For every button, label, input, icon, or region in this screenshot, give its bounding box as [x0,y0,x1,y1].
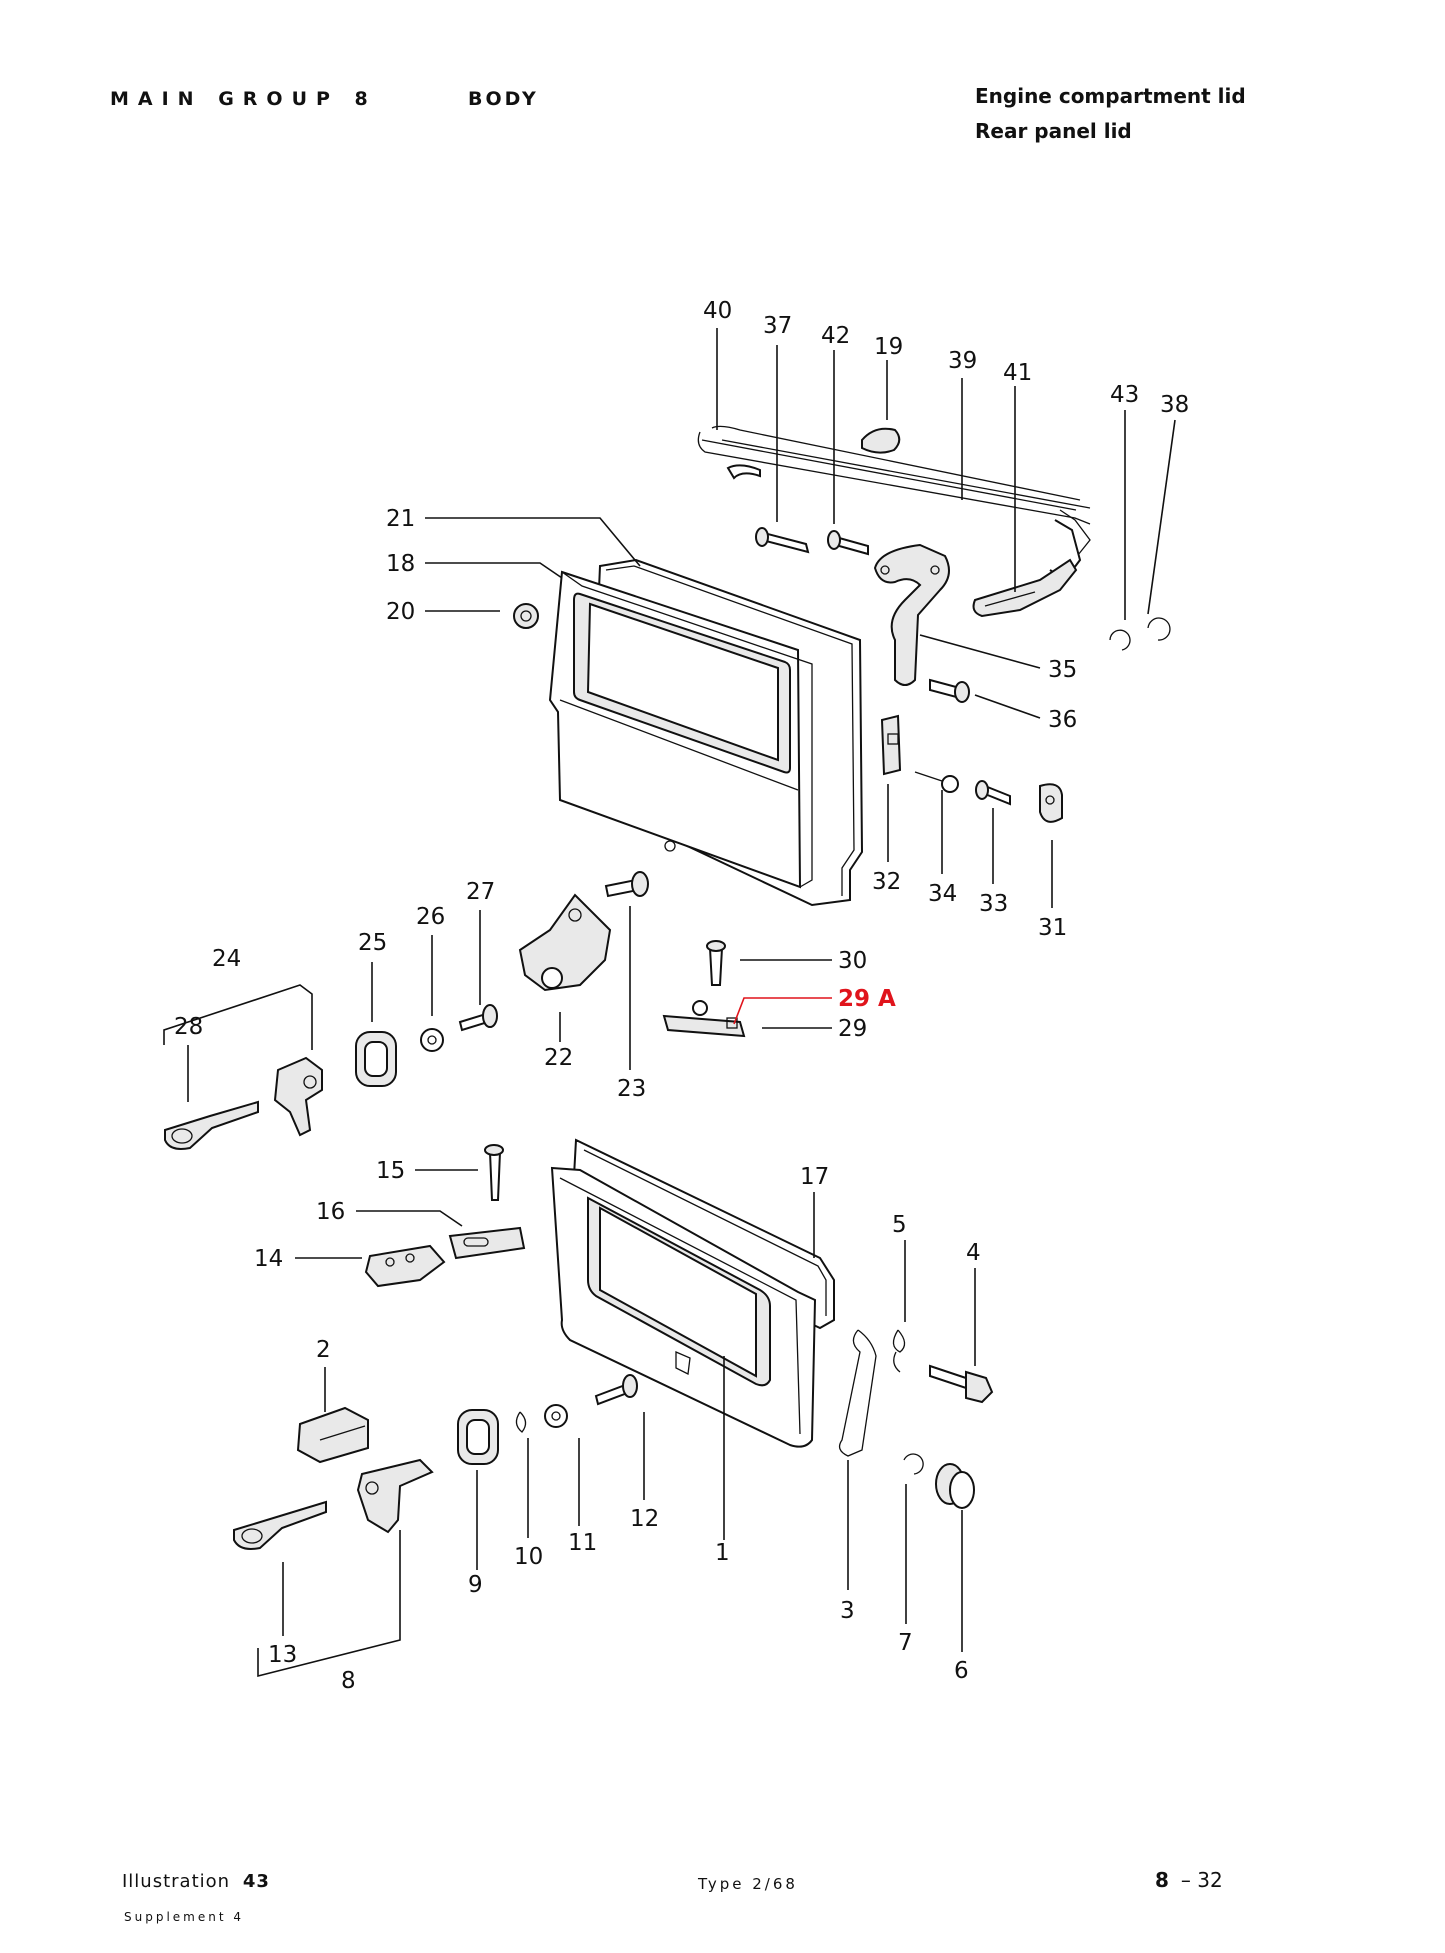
page-title-line1: Engine compartment lid [975,84,1246,108]
callout-23: 23 [617,1076,646,1102]
supplement-label: Supplement 4 [124,1910,245,1924]
illustration-word: Illustration [122,1871,231,1892]
callout-5: 5 [892,1212,907,1238]
cover-2 [296,1406,369,1464]
screw-33 [975,780,1011,806]
callout-28: 28 [174,1014,203,1040]
callout-40: 40 [703,298,732,324]
bolt-23 [604,871,649,898]
callout-4: 4 [966,1240,981,1266]
seal-9 [457,1409,499,1465]
callout-33: 33 [979,891,1008,917]
callout-30: 30 [838,948,867,974]
page-section: 8 [1155,1868,1169,1892]
screw-34 [914,771,959,793]
screw-30 [706,940,726,986]
callout-25: 25 [358,930,387,956]
plate-14 [364,1244,446,1288]
hinge-35 [873,543,950,686]
callout-17: 17 [800,1164,829,1190]
striker-29 [662,1000,746,1038]
striker-31 [1039,783,1063,823]
key-28 [164,1100,259,1150]
page-title-line2: Rear panel lid [975,119,1132,143]
bolt-4 [929,1364,994,1404]
callout-3: 3 [840,1598,855,1624]
callout-6: 6 [954,1658,969,1684]
main-group-label: MAIN GROUP 8 [110,88,377,110]
callout-43: 43 [1110,382,1139,408]
callout-1: 1 [715,1540,730,1566]
bolt-12 [594,1374,638,1406]
vehicle-type-label: Type 2/68 [698,1875,798,1893]
callout-32: 32 [872,869,901,895]
callout-numbers: 40 37 42 19 39 41 43 38 21 18 20 35 36 3… [174,298,1189,1694]
circlip-38 [1147,617,1171,641]
section-label: BODY [468,88,539,110]
bolt-42 [827,530,869,556]
hinge-arm-41 [972,558,1078,618]
circlip-43 [1109,629,1131,651]
callout-19: 19 [874,334,903,360]
engine-lid [548,570,813,889]
washer-26 [420,1028,444,1052]
callout-22: 22 [544,1045,573,1071]
callout-37: 37 [763,313,792,339]
bushing-6 [935,1463,975,1509]
hinge-pin-3 [838,1329,877,1457]
handle-8 [356,1458,434,1534]
lock-plate-32 [880,714,902,776]
callout-26: 26 [416,904,445,930]
leader-lines [163,328,1176,1678]
page-number: 8 – 32 [1155,1868,1223,1892]
rear-lid-1 [550,1166,817,1448]
callout-35: 35 [1048,657,1077,683]
clip-10 [515,1411,527,1433]
screw-15 [484,1144,504,1201]
illustration-number: 43 [242,1871,270,1892]
clip-19 [861,427,901,454]
bolt-37 [755,527,810,554]
seal-25 [355,1031,397,1087]
callout-31: 31 [1038,915,1067,941]
callout-39: 39 [948,348,977,374]
bolt-36 [929,678,970,703]
callout-34: 34 [928,881,957,907]
callout-21: 21 [386,506,415,532]
callout-24: 24 [212,946,241,972]
callout-18: 18 [386,551,415,577]
clip-5 [892,1329,906,1373]
callout-13: 13 [268,1642,297,1668]
callout-7: 7 [898,1630,913,1656]
plate-16 [448,1226,526,1260]
callout-10: 10 [514,1544,543,1570]
callout-29: 29 [838,1016,867,1042]
callout-42: 42 [821,323,850,349]
lock-cylinder-24 [273,1056,323,1137]
callout-41: 41 [1003,360,1032,386]
callout-16: 16 [316,1199,345,1225]
callout-15: 15 [376,1158,405,1184]
callout-11: 11 [568,1530,597,1556]
washer-11 [544,1404,568,1428]
lock-22 [518,893,612,992]
callout-27: 27 [466,879,495,905]
illustration-label: Illustration 43 [122,1871,270,1892]
callout-38: 38 [1160,392,1189,418]
callout-9: 9 [468,1572,483,1598]
lid-buffer-20 [513,603,539,629]
circlip-7 [903,1453,924,1475]
callout-20: 20 [386,599,415,625]
callout-36: 36 [1048,707,1077,733]
callout-12: 12 [630,1506,659,1532]
bolt-27 [458,1004,498,1032]
callout-8: 8 [341,1668,356,1694]
page-number-value: – 32 [1180,1868,1223,1892]
callout-14: 14 [254,1246,283,1272]
key-13 [233,1500,327,1550]
callout-2: 2 [316,1337,331,1363]
callout-29a: 29 A [838,986,896,1012]
